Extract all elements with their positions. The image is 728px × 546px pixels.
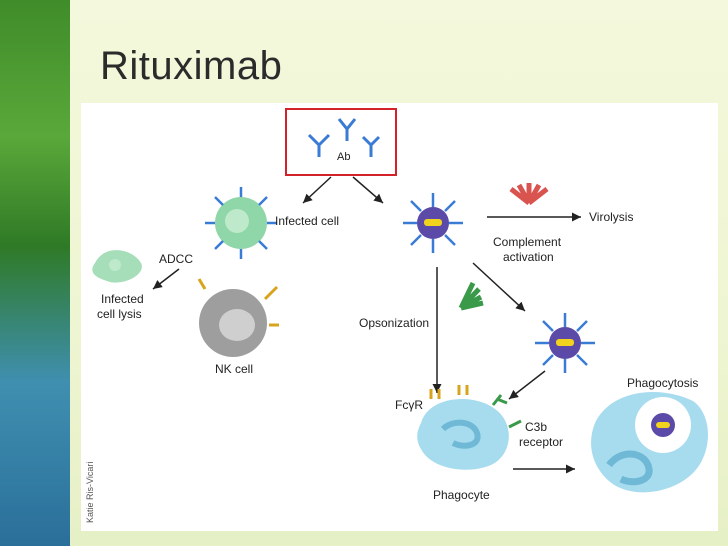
phagocyte-icon (417, 385, 522, 470)
infected-lysis-label-2: cell lysis (97, 307, 142, 321)
slide-title: Rituximab (100, 44, 283, 88)
virolysis-label: Virolysis (589, 210, 633, 224)
arrow-ab-to-infected (302, 176, 332, 204)
opsonization-label: Opsonization (359, 316, 429, 330)
antibody-icon (307, 118, 381, 157)
complement-label-2: activation (503, 250, 554, 264)
antibody-highlight-box (285, 108, 397, 176)
complement-label-1: Complement (493, 235, 562, 249)
illustrator-credit: Katie Ris-Vicari (85, 462, 95, 523)
phagocytosis-icon (591, 391, 708, 493)
complement-green-icon (458, 281, 484, 311)
c3b-label-1: C3b (525, 420, 547, 434)
infected-cell-label: Infected cell (275, 214, 339, 228)
ab-label: Ab (337, 151, 350, 163)
infected-lysis-label-1: Infected (101, 292, 144, 306)
virion-icon (403, 193, 463, 253)
fcgr-label: FcγR (395, 398, 423, 412)
arrow-ab-to-virion (352, 176, 384, 204)
opsonized-virion-icon (535, 313, 595, 373)
infected-cell-icon (205, 187, 277, 259)
arrow-to-phagocyte (508, 370, 546, 400)
lysed-cell-icon (92, 250, 142, 283)
nk-cell-label: NK cell (215, 362, 253, 376)
arrow-adcc (152, 268, 180, 290)
mechanism-diagram: Ab Infected cell ADCC Infected cell lysi… (85, 108, 708, 523)
c3b-label-2: receptor (519, 435, 563, 449)
phagocyte-label: Phagocyte (433, 488, 490, 502)
adcc-label: ADCC (159, 252, 193, 266)
arrow-to-opsonized (472, 262, 526, 312)
diagram-panel: Ab Infected cell ADCC Infected cell lysi… (81, 103, 718, 531)
nk-cell-icon (197, 278, 279, 357)
complement-red-icon (509, 183, 549, 205)
leaf-decoration (0, 0, 70, 546)
phagocytosis-label: Phagocytosis (627, 376, 698, 390)
